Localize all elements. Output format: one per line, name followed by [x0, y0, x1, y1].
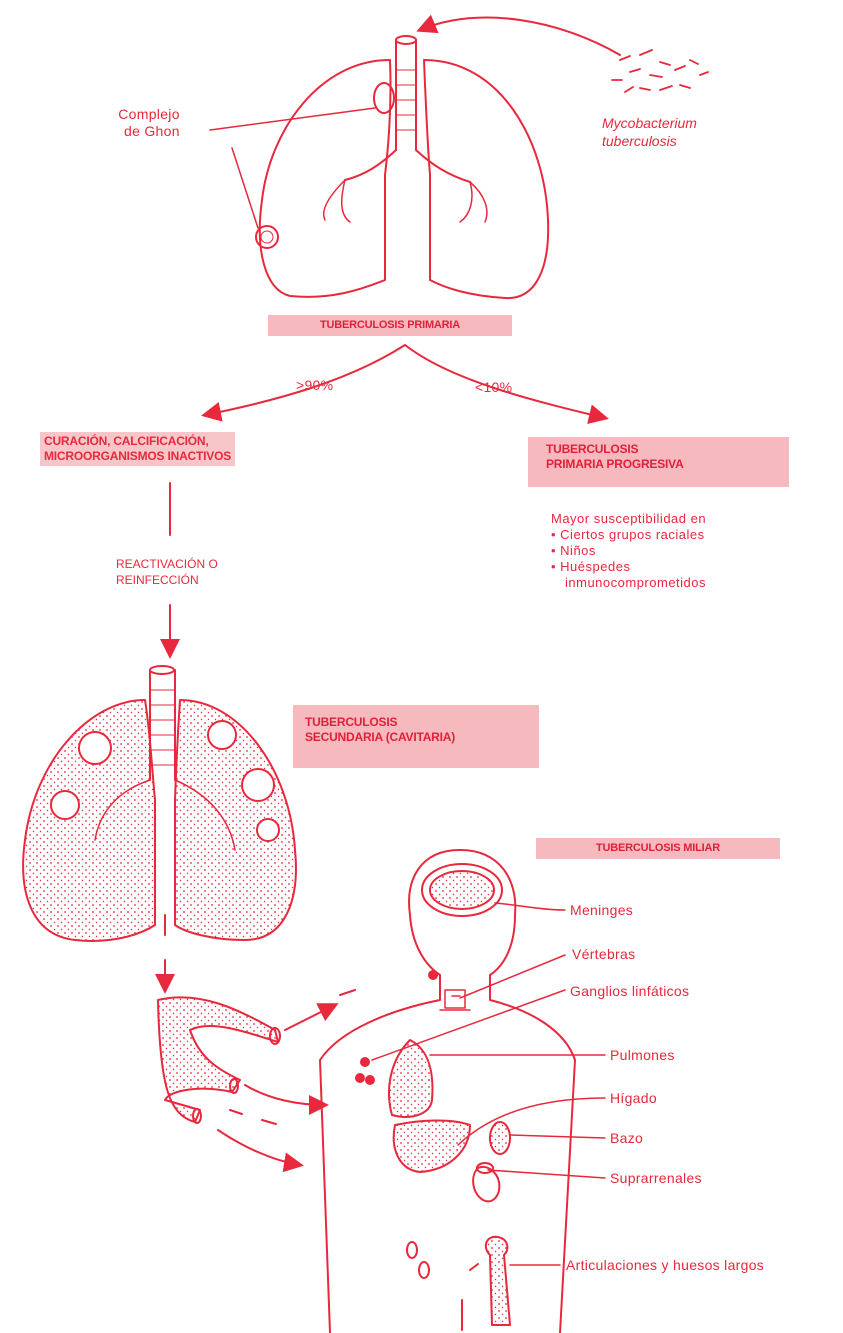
susceptibility-item-3: • Huéspedes: [551, 559, 706, 575]
organ-joints-bones: Articulaciones y huesos largos: [566, 1257, 764, 1273]
reactivation-line2: REINFECCIÓN: [116, 572, 218, 588]
primary-tb-box: TUBERCULOSIS PRIMARIA: [268, 315, 512, 336]
organ-adrenals: Suprarrenales: [610, 1170, 702, 1186]
progressive-line1: TUBERCULOSIS: [536, 442, 781, 457]
organ-spleen: Bazo: [610, 1130, 643, 1146]
susceptibility-item-1-text: Ciertos grupos raciales: [560, 527, 704, 542]
bacterium-label-line1: Mycobacterium: [602, 114, 697, 132]
ghon-label-line2: de Ghon: [118, 123, 180, 140]
secondary-line1: TUBERCULOSIS: [301, 715, 531, 730]
organ-vertebras: Vértebras: [572, 946, 635, 962]
susceptibility-list: Mayor susceptibilidad en • Ciertos grupo…: [551, 511, 706, 591]
healing-line1: CURACIÓN, CALCIFICACIÓN,: [44, 434, 231, 449]
healing-line2: MICROORGANISMOS INACTIVOS: [44, 449, 231, 464]
ghon-leader-2: [232, 148, 258, 228]
susceptibility-title: Mayor susceptibilidad en: [551, 511, 706, 527]
bacteria-cluster: [612, 50, 708, 92]
pct-low-label: <10%: [475, 379, 512, 395]
healing-box: CURACIÓN, CALCIFICACIÓN, MICROORGANISMOS…: [40, 432, 235, 466]
ghon-label: Complejo de Ghon: [118, 106, 180, 140]
susceptibility-item-2: • Niños: [551, 543, 706, 559]
progressive-line2: PRIMARIA PROGRESIVA: [536, 457, 781, 472]
organ-lymph-nodes: Ganglios linfáticos: [570, 983, 689, 999]
ghon-label-line1: Complejo: [118, 106, 180, 123]
progressive-tb-box: TUBERCULOSIS PRIMARIA PROGRESIVA: [528, 437, 789, 487]
organ-lungs: Pulmones: [610, 1047, 675, 1063]
ghon-leader-1: [210, 108, 375, 130]
reactivation-label: REACTIVACIÓN O REINFECCIÓN: [116, 556, 218, 588]
susceptibility-item-1: • Ciertos grupos raciales: [551, 527, 706, 543]
secondary-line2: SECUNDARIA (CAVITARIA): [301, 730, 531, 745]
reactivation-line1: REACTIVACIÓN O: [116, 556, 218, 572]
blood-vessel-illustration: [158, 997, 280, 1123]
susceptibility-item-4-text: inmunocomprometidos: [565, 575, 706, 590]
pct-high-label: >90%: [296, 377, 333, 393]
bacterium-label-line2: tuberculosis: [602, 132, 697, 150]
organ-meninges: Meninges: [570, 902, 633, 918]
bacterium-label: Mycobacterium tuberculosis: [602, 114, 697, 150]
secondary-lungs-illustration: [23, 666, 296, 941]
miliary-tb-box: TUBERCULOSIS MILIAR: [536, 838, 780, 859]
susceptibility-item-2-text: Niños: [560, 543, 596, 558]
infection-arrow: [420, 18, 620, 55]
susceptibility-item-3-text: Huéspedes: [560, 559, 630, 574]
human-body-illustration: [320, 850, 575, 1333]
primary-lungs-illustration: [256, 36, 548, 298]
secondary-tb-box: TUBERCULOSIS SECUNDARIA (CAVITARIA): [293, 705, 539, 768]
susceptibility-item-4: inmunocomprometidos: [551, 575, 706, 591]
organ-liver: Hígado: [610, 1090, 657, 1106]
